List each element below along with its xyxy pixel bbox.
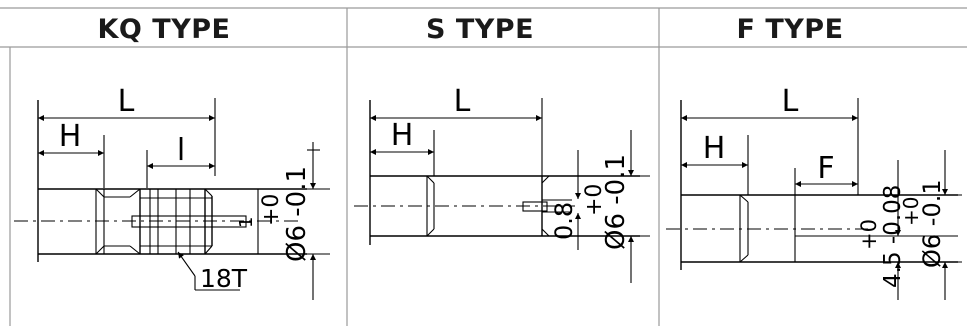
kq-type-drawing: L H l Ø6 -0.1 +0 1 18T — [14, 84, 330, 300]
header-s-type: S TYPE — [426, 14, 534, 45]
f-dim-flat-upper: +0 — [857, 219, 881, 250]
kq-dim-slot: 1 — [236, 217, 257, 228]
s-dim-diameter-upper: +0 — [582, 184, 607, 216]
s-dim-overall-length: L — [454, 84, 471, 119]
kq-dim-hub-length: H — [59, 119, 82, 154]
kq-teeth-callout: 18T — [200, 264, 248, 293]
header-kq-type: KQ TYPE — [98, 14, 231, 45]
kq-dim-spline-length: l — [177, 133, 185, 168]
s-dim-flat: 0.8 — [550, 202, 578, 240]
f-dim-diameter-upper: +0 — [899, 197, 923, 226]
f-dim-overall-length: L — [782, 84, 799, 119]
f-dim-hub-length: H — [703, 131, 726, 166]
header-f-type: F TYPE — [736, 14, 843, 45]
f-shaft-outline — [666, 100, 958, 270]
kq-dim-overall-length: L — [118, 84, 135, 119]
kq-dim-diameter: Ø6 -0.1 — [282, 166, 312, 262]
s-dim-diameter: Ø6 -0.1 — [601, 154, 631, 250]
f-dim-flat-height: 4.5 -0.08 — [880, 185, 906, 288]
kq-shaft-outline — [14, 100, 307, 262]
s-dim-hub-length: H — [391, 118, 414, 153]
f-dim-flat-length: F — [817, 151, 834, 186]
kq-dim-diameter-upper: +0 — [259, 194, 284, 226]
f-type-drawing: L H F 4.5 -0.08 +0 Ø6 -0.1 +0 — [666, 84, 962, 300]
s-type-drawing: L H 0.8 Ø6 -0.1 +0 — [354, 84, 650, 283]
header-table-grid — [0, 7, 967, 326]
f-dim-diameter: Ø6 -0.1 — [918, 179, 946, 268]
